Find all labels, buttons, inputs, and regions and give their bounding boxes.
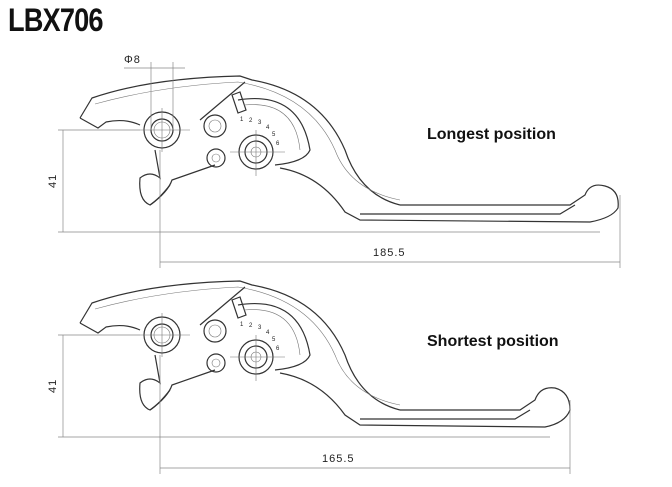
model-title: LBX706 bbox=[8, 2, 104, 38]
lever-shortest: 41 165.5 Shortest position bbox=[47, 280, 571, 474]
height-dimension-shortest: 41 bbox=[47, 379, 59, 393]
diameter-label: Φ8 bbox=[124, 54, 141, 66]
label-shortest-position: Shortest position bbox=[427, 333, 559, 350]
lever-longest: 41 185.5 Φ8 Longest position bbox=[47, 54, 621, 268]
label-longest-position: Longest position bbox=[427, 126, 556, 143]
height-dimension-longest: 41 bbox=[47, 174, 59, 188]
length-dimension-shortest: 165.5 bbox=[322, 453, 355, 465]
length-dimension-longest: 185.5 bbox=[373, 247, 406, 259]
